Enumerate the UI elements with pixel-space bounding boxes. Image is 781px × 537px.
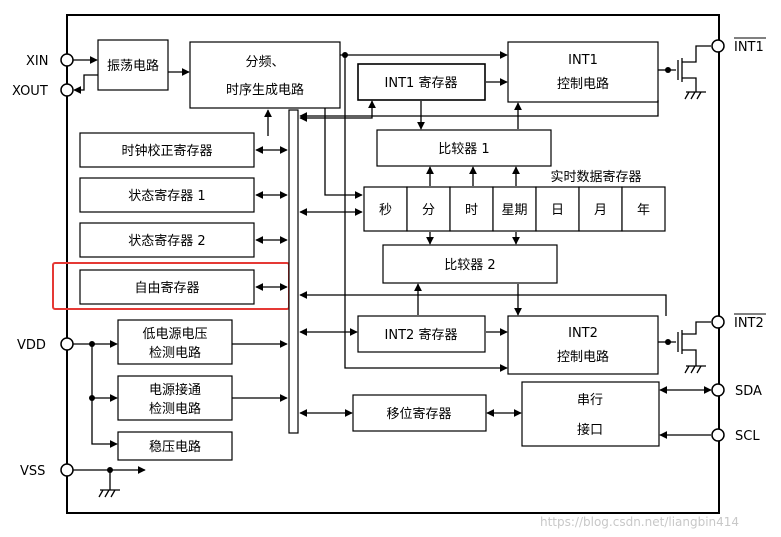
power-on-label-1: 电源接通	[149, 382, 201, 398]
divider-label-2: 时序生成电路	[226, 82, 304, 98]
rtc-register-title: 实时数据寄存器	[550, 169, 641, 185]
int2-control-label-1: INT2	[568, 326, 598, 341]
scl-pin-icon	[711, 428, 725, 442]
int1-control-block	[507, 41, 659, 103]
rtc-cell-label: 日	[551, 203, 564, 218]
int2-label: INT2	[734, 316, 764, 331]
xout-label: XOUT	[12, 84, 48, 99]
shift-register-block	[352, 394, 487, 432]
serial-interface-label-1: 串行	[577, 393, 603, 408]
comparator-1-block	[376, 129, 552, 167]
rtc-cell-label: 分	[422, 203, 435, 218]
status-register-1-block	[79, 177, 255, 213]
rtc-cell-box	[406, 186, 451, 232]
rtc-cell-box	[621, 186, 666, 232]
rtc-cell-box	[578, 186, 623, 232]
scl-label: SCL	[735, 429, 760, 444]
rtc-cell-label: 星期	[501, 203, 527, 218]
regulator-block	[117, 431, 233, 461]
int1-register-block	[357, 63, 486, 101]
rtc-cell-label: 月	[594, 203, 607, 218]
int1-control-label-1: INT1	[568, 53, 598, 68]
int2-register-label: INT2 寄存器	[385, 327, 458, 343]
power-on-detect-block	[117, 375, 233, 421]
vss-pin-icon	[60, 463, 74, 477]
sda-pin-icon	[711, 383, 725, 397]
signal-wires	[73, 45, 712, 498]
watermark-text: https://blog.csdn.net/liangbin414	[540, 515, 739, 529]
oscillator-block	[97, 39, 169, 91]
regulator-label: 稳压电路	[149, 439, 201, 455]
int2-pin-icon	[711, 315, 725, 329]
status-register-2-block	[79, 222, 255, 258]
clock-adjust-register-block	[79, 132, 255, 168]
free-register-block	[79, 269, 255, 305]
comparator-2-label: 比较器 2	[444, 258, 495, 273]
int1-register-label: INT1 寄存器	[385, 75, 458, 91]
divider-label-1: 分频、	[245, 55, 284, 70]
power-on-label-2: 检测电路	[149, 401, 201, 417]
rtc-cell-box	[363, 186, 408, 232]
xin-pin-icon	[60, 53, 74, 67]
rtc-register-row: 秒 分 时 星期 日 月 年	[363, 186, 666, 232]
xin-label: XIN	[26, 54, 48, 69]
internal-bus-bar	[288, 109, 299, 434]
low-voltage-label-1: 低电源电压	[142, 327, 207, 342]
oscillator-label: 振荡电路	[107, 58, 159, 74]
int1-control-label-2: 控制电路	[557, 76, 609, 92]
int1-label: INT1	[734, 40, 764, 55]
serial-interface-label-2: 接口	[577, 422, 603, 438]
int2-register-block	[357, 315, 486, 353]
comparator-1-label: 比较器 1	[438, 142, 489, 157]
xout-pin-icon	[60, 83, 74, 97]
low-voltage-detect-block	[117, 319, 233, 365]
low-voltage-label-2: 检测电路	[149, 345, 201, 361]
free-register-label: 自由寄存器	[134, 280, 199, 296]
shift-register-label: 移位寄存器	[386, 406, 451, 422]
rtc-cell-label: 秒	[379, 203, 392, 218]
clock-adjust-register-label: 时钟校正寄存器	[121, 143, 212, 159]
vdd-label: VDD	[17, 338, 46, 353]
vss-label: VSS	[20, 464, 45, 479]
serial-interface-block	[521, 381, 660, 447]
vdd-pin-icon	[60, 337, 74, 351]
int2-control-block	[507, 315, 659, 375]
int2-control-label-2: 控制电路	[557, 349, 609, 365]
rtc-cell-label: 时	[465, 203, 478, 218]
sda-label: SDA	[735, 384, 762, 399]
rtc-cell-box	[492, 186, 537, 232]
int1-pin-icon	[711, 39, 725, 53]
status-register-2-label: 状态寄存器 2	[128, 233, 205, 249]
comparator-2-block	[382, 244, 558, 284]
rtc-cell-label: 年	[637, 203, 650, 218]
status-register-1-label: 状态寄存器 1	[128, 188, 205, 204]
divider-block	[189, 41, 341, 109]
